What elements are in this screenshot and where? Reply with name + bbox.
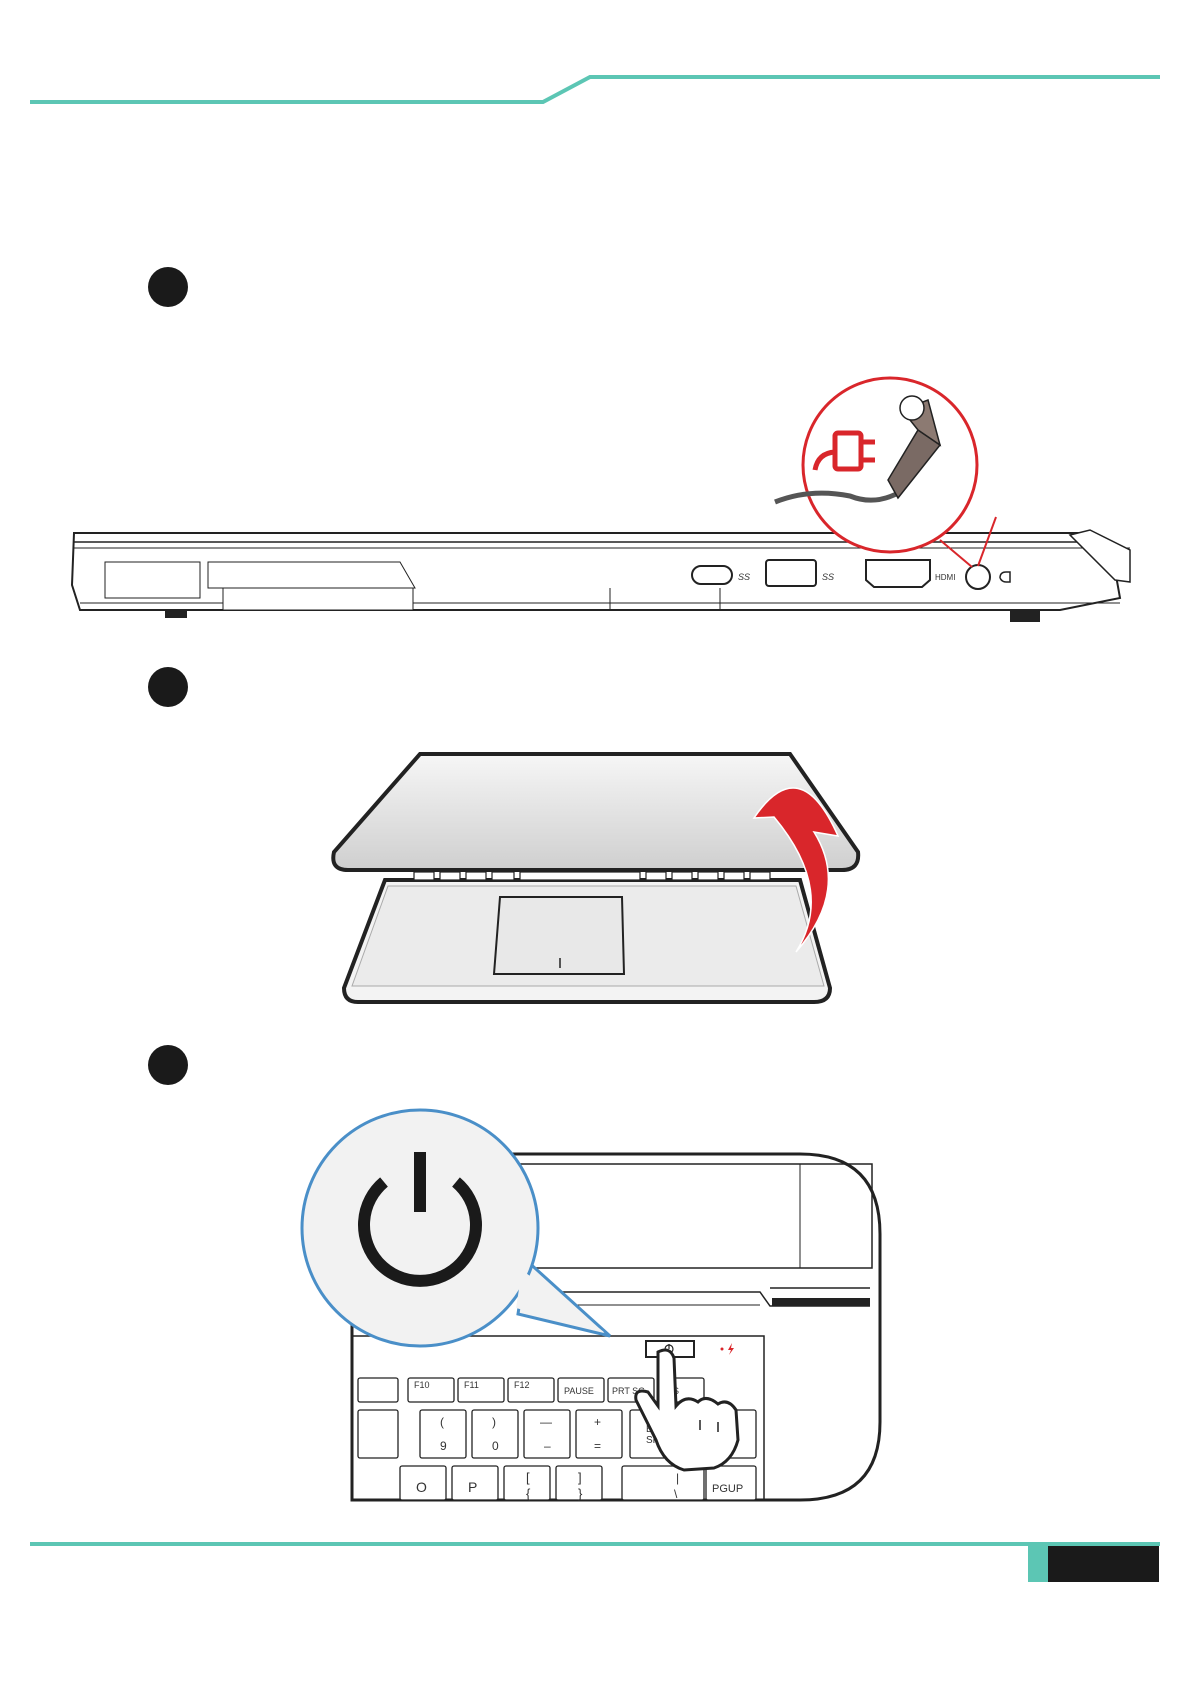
key-9-top: ( — [440, 1415, 444, 1429]
step-3-marker — [148, 1045, 188, 1085]
hdmi-port — [866, 560, 930, 587]
key-lbracket-top: [ — [526, 1470, 530, 1485]
key-9: 9 — [440, 1439, 447, 1453]
key-plus-top: + — [594, 1415, 601, 1429]
usb-c-label: SS — [738, 572, 750, 582]
key-f11: F11 — [464, 1380, 479, 1390]
step-1-marker — [148, 267, 188, 307]
key-pipe: | — [676, 1471, 679, 1485]
laptop-side-ports-figure: SS SS HDMI — [60, 370, 1140, 630]
key-f10: F10 — [414, 1380, 430, 1390]
page-number-tab — [1048, 1546, 1159, 1582]
key-equals: = — [594, 1439, 601, 1453]
power-button-figure: F10 F11 F12 PAUSE PRT SC INS ( ) — + 9 0… — [300, 1100, 900, 1520]
key-pause: PAUSE — [564, 1386, 594, 1396]
key-minus-top: — — [540, 1415, 552, 1429]
key-0-top: ) — [492, 1415, 496, 1429]
key-lbrace: { — [526, 1486, 531, 1501]
power-button-callout — [302, 1110, 538, 1346]
key-minus: – — [544, 1439, 551, 1453]
footer-rule — [30, 1542, 1160, 1546]
key-0: 0 — [492, 1439, 499, 1453]
power-adapter-callout — [803, 378, 977, 552]
header-rule — [0, 0, 1192, 120]
usb-c-port — [692, 566, 732, 584]
page-tab-accent — [1028, 1546, 1048, 1582]
key-f12: F12 — [514, 1380, 530, 1390]
touchpad — [494, 897, 624, 974]
key-pgup: PGUP — [712, 1483, 743, 1495]
usb-a-label: SS — [822, 572, 834, 582]
key-rbracket-top: ] — [578, 1470, 582, 1485]
open-lid-figure — [330, 740, 870, 1020]
key-o: O — [416, 1479, 427, 1495]
usb-a-port — [766, 560, 816, 586]
key-rbrace: } — [578, 1486, 583, 1501]
hdmi-label: HDMI — [935, 573, 955, 582]
dc-in-port — [966, 565, 990, 589]
key-p: P — [468, 1479, 477, 1495]
step-2-marker — [148, 667, 188, 707]
